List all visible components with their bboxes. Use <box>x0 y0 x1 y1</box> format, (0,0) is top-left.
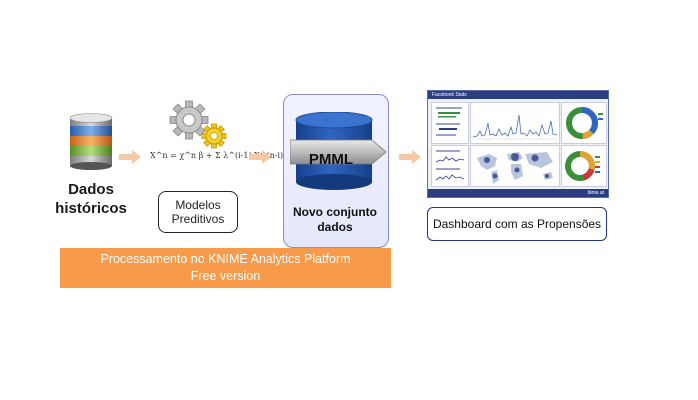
dashboard-header-title: Facebook Stats <box>432 92 467 98</box>
database-icon <box>69 113 113 170</box>
new-dataset-caption: Novo conjunto dados <box>283 205 387 235</box>
historical-label-line2: históricos <box>55 200 127 217</box>
dashboard-caption: Dashboard com as Propensões <box>432 217 602 231</box>
donut-chart-icon <box>565 151 600 181</box>
platform-band-line2: Free version <box>190 269 261 283</box>
map-tile <box>470 145 560 187</box>
kpi-placeholder-icon <box>436 107 462 136</box>
flow-arrow-icon <box>249 150 271 164</box>
predictive-models-box: Modelos Preditivos <box>158 191 238 233</box>
donut-chart-icon <box>566 107 603 139</box>
knime-platform-band: Processamento no KNIME Analytics Platfor… <box>60 248 391 288</box>
model-formula: X^n = χ^n β + Σ λ^(i-1) X^(n-i) + <box>150 151 293 160</box>
dashboard-caption-box: Dashboard com as Propensões <box>427 207 607 241</box>
dashboard-header: Facebook Stats <box>428 91 608 99</box>
pmml-cylinder-icon <box>290 112 387 190</box>
models-label-line1: Modelos <box>175 198 221 212</box>
models-label-line2: Preditivos <box>171 212 225 226</box>
platform-band-line1: Processamento no KNIME Analytics Platfor… <box>100 252 351 266</box>
historical-data-label: Dados históricos <box>54 180 128 218</box>
kpi-placeholder-icon <box>435 150 465 181</box>
pmml-caption-line2: dados <box>317 220 353 234</box>
world-map-icon <box>477 152 553 184</box>
historical-label-line1: Dados <box>68 181 114 198</box>
dashboard-footer: bime.at <box>428 189 608 197</box>
dashboard-thumbnail: Facebook Stats <box>427 90 609 198</box>
kpi-tile <box>431 145 469 187</box>
donut-chart-tile <box>561 102 607 144</box>
flow-arrow-icon <box>119 150 141 164</box>
kpi-tile <box>431 102 469 144</box>
flow-arrow-icon <box>399 150 421 164</box>
line-chart-tile <box>470 102 560 144</box>
pmml-caption-line1: Novo conjunto <box>293 205 377 219</box>
dashboard-brand: bime.at <box>587 190 604 196</box>
line-chart-sparkline-icon <box>472 114 558 140</box>
pmml-badge: PMML <box>308 151 354 168</box>
donut-chart-tile <box>561 145 607 187</box>
gears-icon <box>169 100 227 149</box>
